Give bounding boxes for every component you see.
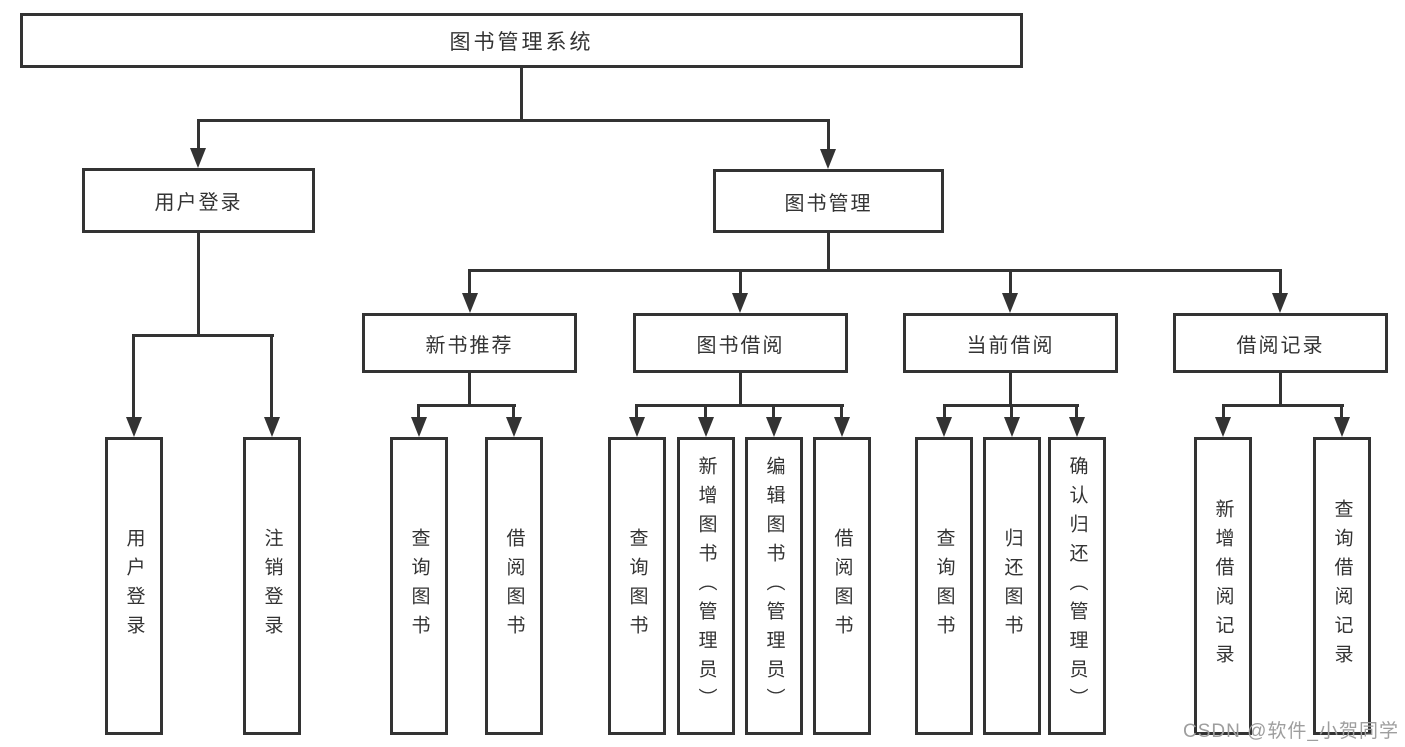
connector-book-borrow-vertical [739, 373, 742, 406]
node-root: 图书管理系统 [20, 13, 1023, 68]
connector-stem-nb-query [417, 404, 420, 418]
connector-stem-nb-borrow [512, 404, 515, 418]
leaf-bb-edit-books-admin: 编辑图书（管理员） [745, 437, 803, 735]
connector-borrow-records-horizontal [1222, 404, 1344, 407]
arrow-into-user-login-icon [190, 148, 206, 168]
node-user-login: 用户登录 [82, 168, 315, 233]
connector-stem-br-add [1222, 404, 1225, 418]
connector-stem-bb-add [704, 404, 707, 418]
arrow-into-bb-add-icon [698, 417, 714, 437]
arrow-into-book-mgmt-icon [820, 149, 836, 169]
csdn-watermark: CSDN @软件_小贺同学 [1183, 721, 1399, 742]
leaf-bb-borrow-books: 借阅图书 [813, 437, 871, 735]
leaf-logout: 注销登录 [243, 437, 301, 735]
connector-stem-bb-query [635, 404, 638, 418]
connector-stem-leaf-logout [270, 334, 273, 417]
connector-borrow-records-vertical [1279, 373, 1282, 406]
arrow-into-bb-query-icon [629, 417, 645, 437]
connector-stem-book-borrow [739, 269, 742, 295]
arrow-into-bb-edit-icon [766, 417, 782, 437]
node-book-borrow: 图书借阅 [633, 313, 848, 373]
arrow-into-leaf-logout-icon [264, 417, 280, 437]
connector-new-book-horizontal [417, 404, 516, 407]
arrow-into-new-book-icon [462, 293, 478, 313]
arrow-into-current-borrow-icon [1002, 293, 1018, 313]
connector-stem-borrow-records [1279, 269, 1282, 295]
connector-stem-cb-query [943, 404, 946, 418]
leaf-cb-query-books: 查询图书 [915, 437, 973, 735]
leaf-br-add-record: 新增借阅记录 [1194, 437, 1252, 735]
connector-stem-leaf-login [132, 334, 135, 417]
connector-new-book-vertical [468, 373, 471, 406]
connector-current-borrow-vertical [1009, 373, 1012, 406]
connector-stem-cb-confirm [1075, 404, 1078, 418]
connector-stem-new-book [468, 269, 471, 295]
connector-stem-cb-return [1010, 404, 1013, 418]
connector-stem-book-mgmt [827, 119, 830, 150]
node-book-mgmt: 图书管理 [713, 169, 944, 233]
connector-user-login-vertical [197, 233, 200, 336]
arrow-into-br-query-icon [1334, 417, 1350, 437]
arrow-into-cb-query-icon [936, 417, 952, 437]
leaf-bb-query-books: 查询图书 [608, 437, 666, 735]
arrow-into-bb-borrow-icon [834, 417, 850, 437]
arrow-into-br-add-icon [1215, 417, 1231, 437]
connector-stem-bb-edit [772, 404, 775, 418]
connector-user-login-horizontal [132, 334, 274, 337]
leaf-nb-query-books: 查询图书 [390, 437, 448, 735]
connector-book-mgmt-horizontal [468, 269, 1282, 272]
connector-stem-br-query [1340, 404, 1343, 418]
arrow-into-leaf-login-icon [126, 417, 142, 437]
arrow-into-cb-confirm-icon [1069, 417, 1085, 437]
leaf-cb-return-books: 归还图书 [983, 437, 1041, 735]
node-new-book-rec: 新书推荐 [362, 313, 577, 373]
arrow-into-nb-borrow-icon [506, 417, 522, 437]
connector-book-mgmt-vertical [827, 233, 830, 271]
connector-stem-current-borrow [1009, 269, 1012, 295]
arrow-into-nb-query-icon [411, 417, 427, 437]
leaf-br-query-record: 查询借阅记录 [1313, 437, 1371, 735]
connector-root-horizontal [197, 119, 830, 122]
connector-stem-user-login [197, 119, 200, 150]
leaf-user-login: 用户登录 [105, 437, 163, 735]
connector-stem-bb-borrow [840, 404, 843, 418]
node-current-borrow: 当前借阅 [903, 313, 1118, 373]
leaf-nb-borrow-books: 借阅图书 [485, 437, 543, 735]
leaf-cb-confirm-return-admin: 确认归还（管理员） [1048, 437, 1106, 735]
arrow-into-book-borrow-icon [732, 293, 748, 313]
leaf-bb-add-books-admin: 新增图书（管理员） [677, 437, 735, 735]
node-borrow-records: 借阅记录 [1173, 313, 1388, 373]
arrow-into-borrow-records-icon [1272, 293, 1288, 313]
arrow-into-cb-return-icon [1004, 417, 1020, 437]
connector-book-borrow-horizontal [635, 404, 844, 407]
connector-root-vertical [520, 68, 523, 119]
